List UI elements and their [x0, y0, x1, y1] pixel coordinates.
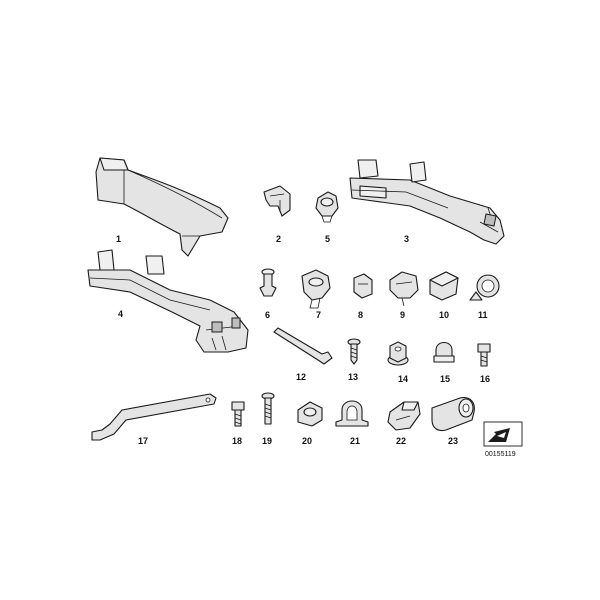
part-4-cable-duct — [87, 249, 249, 353]
part-7-cable-clip — [301, 269, 331, 309]
reference-box — [483, 421, 523, 447]
callout-2: 2 — [276, 234, 281, 244]
callout-13: 13 — [348, 372, 358, 382]
callout-3: 3 — [404, 234, 409, 244]
part-13-screw — [347, 338, 361, 365]
callout-6: 6 — [265, 310, 270, 320]
part-12-cable-tie — [273, 327, 333, 365]
callout-9: 9 — [400, 310, 405, 320]
callout-8: 8 — [358, 310, 363, 320]
callout-19: 19 — [262, 436, 272, 446]
callout-14: 14 — [398, 374, 408, 384]
callout-7: 7 — [316, 310, 321, 320]
part-8-clip — [353, 273, 373, 299]
part-23-boot — [431, 397, 475, 432]
part-19-stud — [261, 392, 275, 425]
callout-12: 12 — [296, 372, 306, 382]
callout-15: 15 — [440, 374, 450, 384]
part-18-bolt — [231, 401, 245, 427]
part-15-cap-nut — [433, 341, 455, 363]
callout-23: 23 — [448, 436, 458, 446]
part-20-cable-holder — [297, 401, 323, 427]
callout-11: 11 — [478, 310, 488, 320]
part-5-cable-clip — [315, 191, 339, 223]
part-21-clamp — [335, 400, 369, 427]
part-10-clip — [429, 271, 459, 301]
part-6-push-rivet — [259, 268, 277, 297]
callout-20: 20 — [302, 436, 312, 446]
part-16-bolt — [477, 343, 491, 367]
callout-4: 4 — [118, 309, 123, 319]
callout-17: 17 — [138, 436, 148, 446]
part-1-duct-cover — [95, 157, 229, 257]
part-2-clip — [263, 185, 291, 217]
part-22-multi-clip — [387, 401, 421, 431]
callout-1: 1 — [116, 234, 121, 244]
callout-16: 16 — [480, 374, 490, 384]
callout-10: 10 — [439, 310, 449, 320]
part-17-bracket — [91, 393, 217, 441]
callout-18: 18 — [232, 436, 242, 446]
document-number: 00155119 — [485, 451, 516, 458]
callout-5: 5 — [325, 234, 330, 244]
part-14-flange-nut — [387, 341, 409, 366]
callout-21: 21 — [350, 436, 360, 446]
part-3-cable-duct — [349, 159, 505, 245]
part-9-clip — [389, 271, 419, 307]
callout-22: 22 — [396, 436, 406, 446]
part-11-p-clamp — [469, 274, 500, 301]
